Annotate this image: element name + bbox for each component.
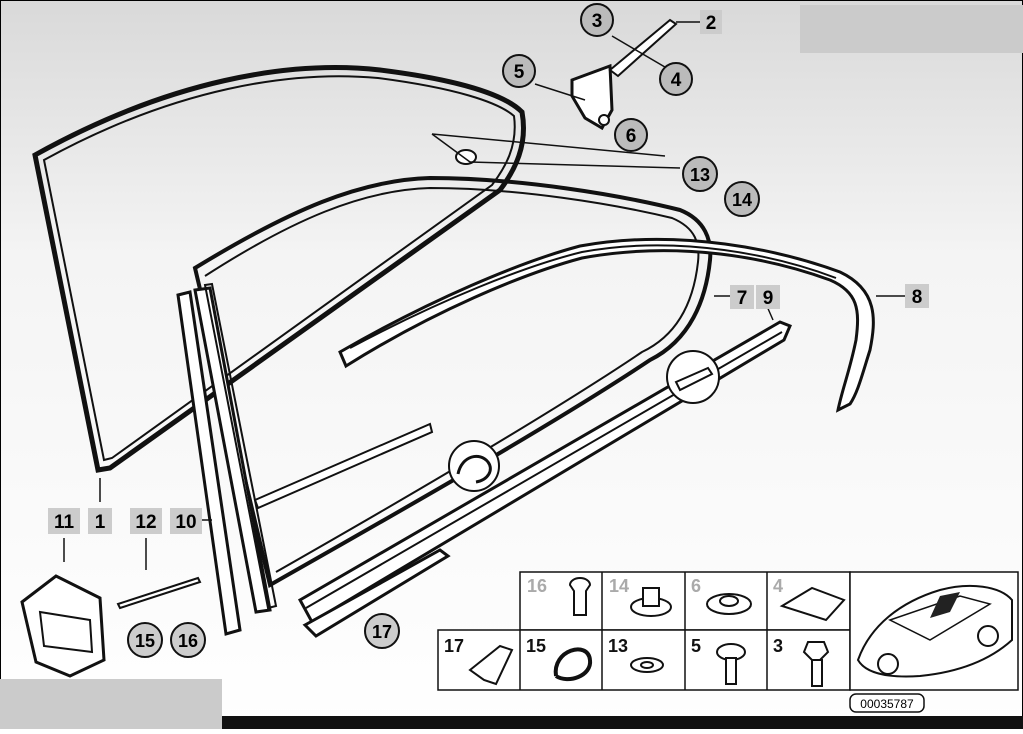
- svg-text:17: 17: [372, 622, 392, 642]
- grid-cell-16[interactable]: 16: [527, 576, 592, 616]
- diagram-number: 00035787: [849, 693, 925, 713]
- grid-cell-17[interactable]: 17: [444, 636, 514, 686]
- svg-text:13: 13: [608, 636, 628, 656]
- part-7-door-glass[interactable]: [192, 175, 713, 589]
- grommet: [455, 149, 477, 165]
- svg-text:16: 16: [178, 631, 198, 651]
- callout-3[interactable]: 3: [580, 3, 614, 37]
- part-11-motor[interactable]: [20, 574, 106, 678]
- callout-5[interactable]: 5: [502, 54, 536, 88]
- svg-text:00035787: 00035787: [860, 697, 914, 711]
- svg-text:1: 1: [95, 512, 106, 533]
- label-2[interactable]: 2: [700, 10, 722, 34]
- grid-cell-4[interactable]: 4: [773, 576, 846, 622]
- part-8-frame-seal[interactable]: [338, 237, 875, 413]
- svg-text:5: 5: [514, 62, 525, 83]
- svg-text:14: 14: [609, 576, 629, 596]
- svg-text:17: 17: [444, 636, 464, 656]
- black-strip: [222, 716, 1023, 729]
- callout-13[interactable]: 13: [682, 156, 718, 192]
- svg-text:14: 14: [732, 190, 752, 210]
- callout-6[interactable]: 6: [614, 118, 648, 152]
- detail-bubble-clip: [448, 440, 500, 492]
- part-17-lower-strip[interactable]: [302, 548, 451, 638]
- part-10-channel[interactable]: [176, 282, 278, 636]
- grid-cell-5[interactable]: 5: [691, 636, 746, 685]
- svg-text:5: 5: [691, 636, 701, 656]
- part-12-screw[interactable]: [116, 576, 202, 610]
- guide-rod: [253, 422, 434, 510]
- label-7[interactable]: 7: [730, 285, 754, 309]
- hinge-assembly[interactable]: [570, 18, 678, 131]
- svg-text:10: 10: [175, 512, 196, 533]
- svg-text:3: 3: [773, 636, 783, 656]
- grid-cell-3[interactable]: 3: [773, 636, 830, 687]
- svg-text:4: 4: [773, 576, 783, 596]
- svg-text:6: 6: [626, 126, 637, 147]
- grid-cell-14[interactable]: 14: [609, 576, 672, 617]
- svg-text:6: 6: [691, 576, 701, 596]
- svg-text:3: 3: [592, 11, 603, 32]
- svg-text:15: 15: [135, 631, 155, 651]
- label-11[interactable]: 11: [48, 508, 80, 534]
- label-9[interactable]: 9: [756, 285, 780, 309]
- svg-text:9: 9: [763, 288, 774, 309]
- callout-14[interactable]: 14: [724, 181, 760, 217]
- svg-text:11: 11: [54, 512, 75, 533]
- grid-cell-15[interactable]: 15: [526, 636, 593, 682]
- callout-17[interactable]: 17: [364, 613, 400, 649]
- label-10[interactable]: 10: [170, 508, 202, 534]
- car-location-thumbnail: [856, 584, 1013, 678]
- svg-text:2: 2: [706, 13, 717, 34]
- label-8[interactable]: 8: [905, 284, 929, 308]
- svg-text:13: 13: [690, 165, 710, 185]
- callout-15[interactable]: 15: [127, 622, 163, 658]
- gray-box-bottom: [0, 679, 222, 729]
- svg-text:12: 12: [135, 512, 156, 533]
- grid-cell-13[interactable]: 13: [608, 636, 664, 673]
- callout-16[interactable]: 16: [170, 622, 206, 658]
- label-1[interactable]: 1: [88, 508, 112, 534]
- callout-4[interactable]: 4: [659, 62, 693, 96]
- label-12[interactable]: 12: [130, 508, 162, 534]
- leader-lines: [63, 21, 905, 570]
- grid-cell-6[interactable]: 6: [691, 576, 752, 615]
- svg-text:7: 7: [737, 288, 748, 309]
- gray-box-top: [800, 5, 1023, 53]
- svg-text:15: 15: [526, 636, 546, 656]
- detail-bubble-clip-2: [666, 350, 720, 404]
- svg-text:8: 8: [912, 287, 923, 308]
- svg-text:4: 4: [671, 70, 682, 91]
- part-1-rear-glass[interactable]: [32, 65, 526, 473]
- svg-text:16: 16: [527, 576, 547, 596]
